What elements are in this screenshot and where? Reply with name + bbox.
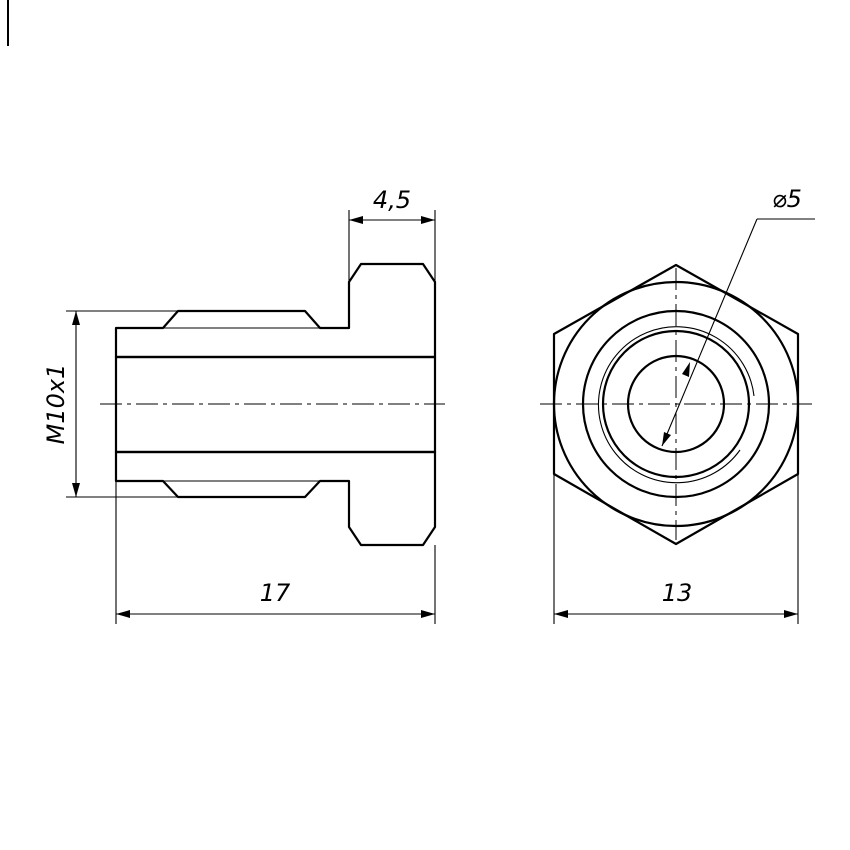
dimension-text-hex-size: 13 [662, 579, 693, 607]
dimension-text-thread: M10x1 [42, 364, 70, 445]
dimension-overall-length: 17 [115, 481, 436, 624]
end-view [540, 263, 812, 546]
dimension-thread: M10x1 [42, 310, 178, 498]
dimension-bore-diameter: ⌀5 [661, 185, 815, 447]
section-lower-hatch [114, 450, 437, 547]
dimension-hex-size: 13 [553, 474, 799, 624]
dimension-text-bore-diameter: ⌀5 [772, 185, 802, 213]
hex-outline [552, 263, 800, 546]
thread-minor-arc [597, 326, 755, 484]
dimension-flange-width: 4,5 [348, 186, 436, 282]
section-view [100, 262, 445, 547]
dimension-text-overall-length: 17 [260, 579, 291, 607]
dimension-text-flange-width: 4,5 [373, 186, 411, 214]
